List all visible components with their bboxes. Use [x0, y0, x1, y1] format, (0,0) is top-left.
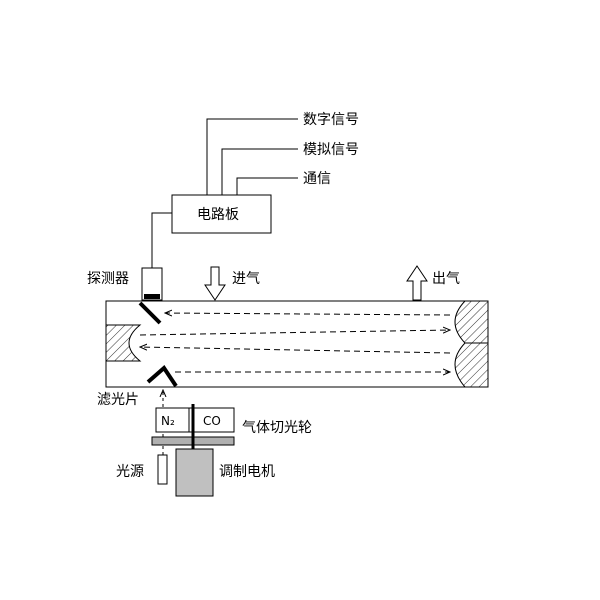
- optical-path: [140, 313, 450, 372]
- left-mirror: [105, 324, 142, 362]
- bottom-fold-mirror: [146, 364, 178, 388]
- right-mirror: [454, 300, 489, 388]
- chopper-wheel-label: 气体切光轮: [242, 420, 312, 436]
- analog-signal-line: [221, 148, 298, 195]
- gas-inlet-label: 进气: [232, 271, 260, 287]
- co-label: CO: [203, 414, 221, 428]
- beam-pass-2: [140, 347, 451, 354]
- top-fold-mirror: [138, 301, 162, 325]
- light-source-body: [157, 454, 168, 485]
- signal-lines: [206, 118, 298, 195]
- analog-signal-label: 模拟信号: [303, 142, 359, 158]
- detector-wire: [151, 212, 172, 268]
- circuit-board-label: 电路板: [197, 207, 239, 223]
- digital-signal-line: [206, 118, 298, 195]
- detector-body: [141, 267, 163, 301]
- motor-label: 调制电机: [219, 464, 275, 480]
- gas-cell-body: [105, 300, 489, 388]
- filter-label: 滤光片: [97, 392, 139, 408]
- detector-sensor: [144, 294, 160, 299]
- beam-pass-4: [165, 313, 451, 315]
- motor-body: [175, 448, 214, 497]
- gas-outlet-arrow: [406, 265, 428, 301]
- light-source-label: 光源: [116, 464, 144, 480]
- n2-label: N₂: [161, 414, 175, 428]
- detector-label: 探测器: [87, 271, 129, 287]
- beam-pass-3: [139, 330, 450, 336]
- gas-outlet-label: 出气: [432, 271, 460, 287]
- communication-label: 通信: [303, 171, 331, 187]
- digital-signal-label: 数字信号: [303, 112, 359, 128]
- chopper-wheel-box: [155, 407, 235, 433]
- gas-inlet-arrow: [204, 266, 226, 301]
- communication-line: [236, 177, 298, 195]
- circuit-board-box: [171, 194, 272, 234]
